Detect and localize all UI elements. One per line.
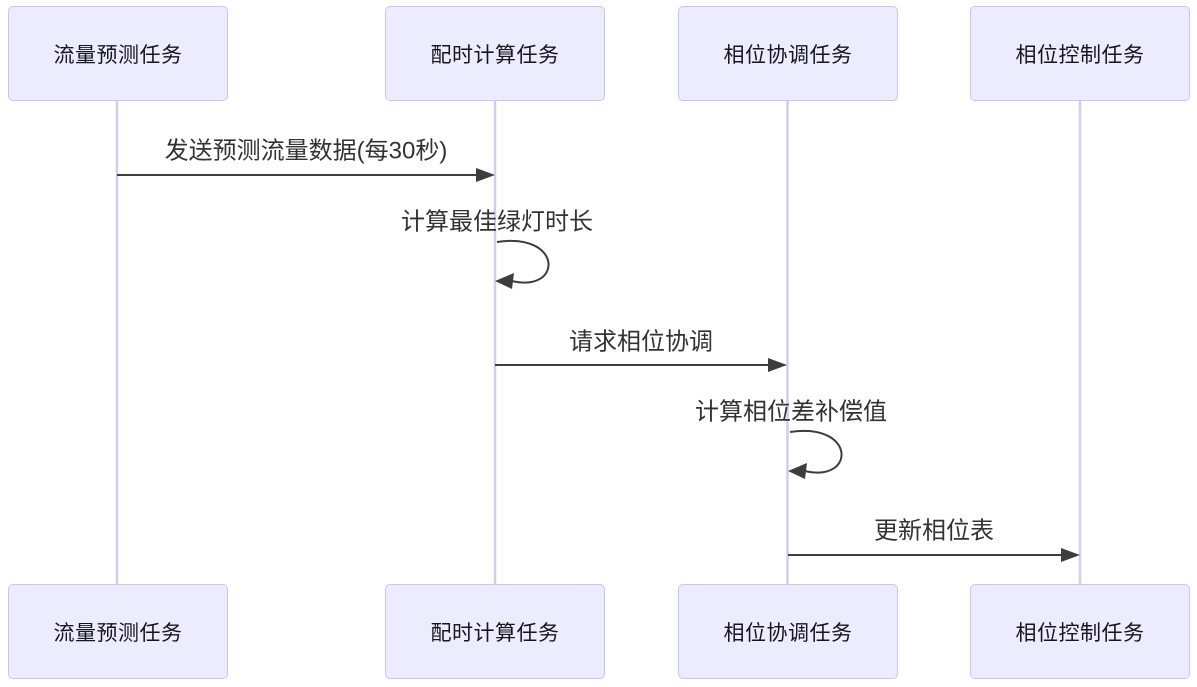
message-label-request-phase-coordination: 请求相位协调 <box>569 328 713 356</box>
actor-label: 相位协调任务 <box>723 621 853 645</box>
message-label-send-traffic-data: 发送预测流量数据(每30秒) <box>164 137 448 165</box>
actor-label: 配时计算任务 <box>430 621 560 645</box>
message-arrow-2-head <box>768 358 787 372</box>
actor-timing-calculation-top: 配时计算任务 <box>385 6 605 101</box>
actor-label: 配时计算任务 <box>430 43 560 67</box>
actor-phase-control-top: 相位控制任务 <box>970 6 1190 101</box>
actor-label: 相位控制任务 <box>1015 43 1145 67</box>
self-loop-1-curve <box>496 239 550 284</box>
message-arrow-3-head <box>1061 548 1080 562</box>
actor-traffic-prediction-bottom: 流量预测任务 <box>8 584 228 679</box>
actor-timing-calculation-bottom: 配时计算任务 <box>385 584 605 679</box>
actor-traffic-prediction-top: 流量预测任务 <box>8 6 228 101</box>
actor-phase-coordination-top: 相位协调任务 <box>678 6 898 101</box>
actor-label: 流量预测任务 <box>53 43 183 67</box>
actor-label: 流量预测任务 <box>53 621 183 645</box>
self-loop-2-curve <box>789 429 843 474</box>
message-arrow-1-head <box>476 168 495 182</box>
message-label-compute-green-duration: 计算最佳绿灯时长 <box>401 208 593 236</box>
actor-label: 相位控制任务 <box>1015 621 1145 645</box>
actor-phase-control-bottom: 相位控制任务 <box>970 584 1190 679</box>
actor-label: 相位协调任务 <box>723 43 853 67</box>
message-label-compute-phase-offset: 计算相位差补偿值 <box>695 398 887 426</box>
self-loop-1-head <box>495 273 514 289</box>
message-label-update-phase-table: 更新相位表 <box>874 517 994 545</box>
self-loop-2-head <box>788 463 807 479</box>
actor-phase-coordination-bottom: 相位协调任务 <box>678 584 898 679</box>
